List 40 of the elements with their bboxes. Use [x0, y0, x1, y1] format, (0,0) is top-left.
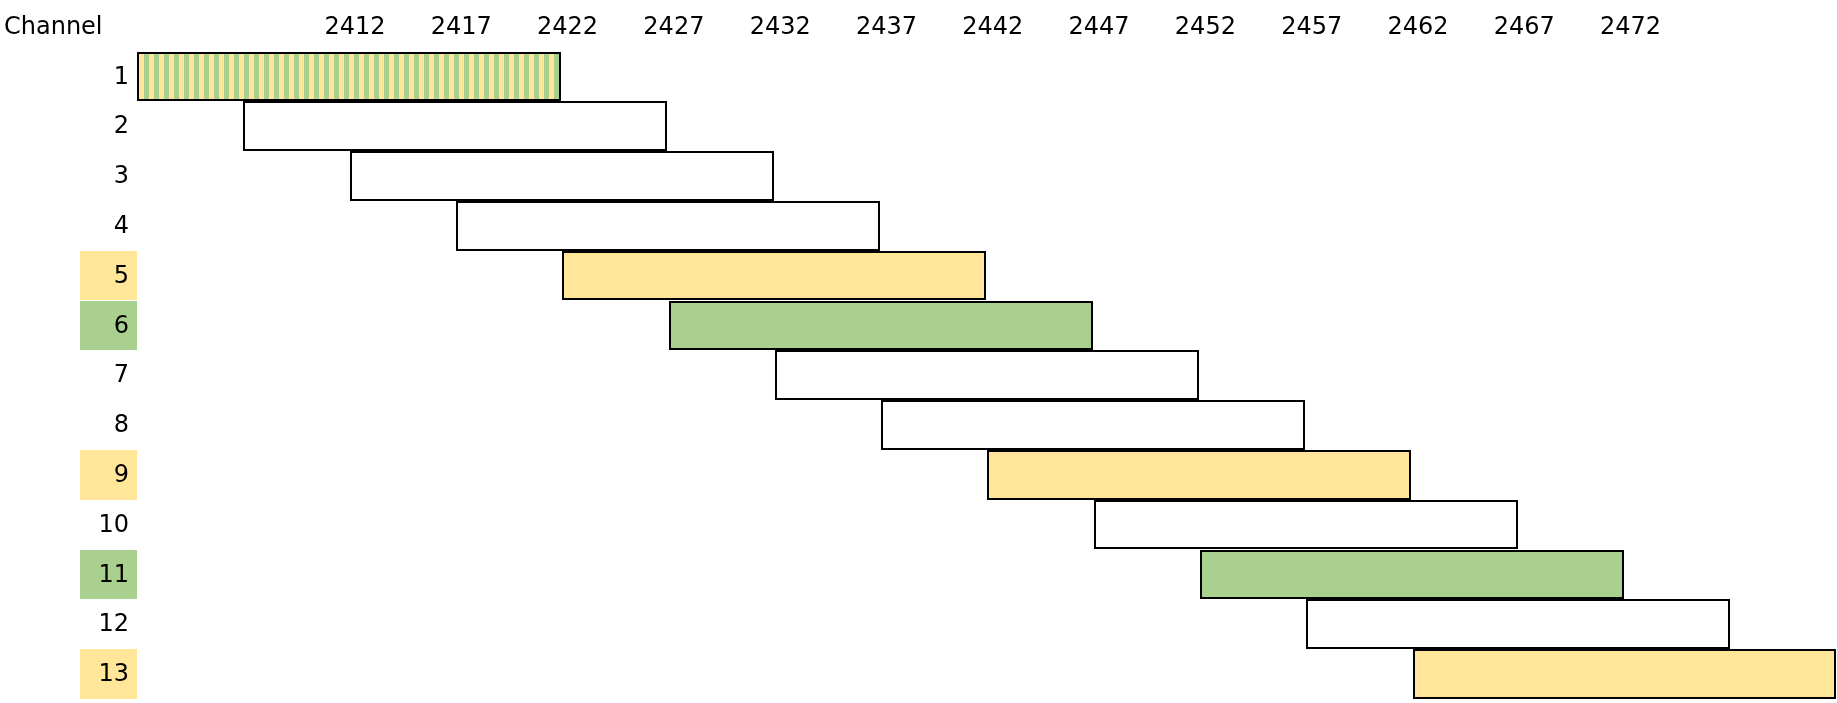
channel-number: 5 — [80, 250, 137, 301]
channel-bar — [774, 350, 1199, 401]
frequency-label: 2467 — [1492, 11, 1556, 41]
axis-title: Channel — [4, 11, 103, 41]
channel-number: 2 — [112, 110, 130, 142]
channel-number: 12 — [97, 608, 130, 640]
channel-bar — [1200, 549, 1624, 600]
channel-bar — [349, 151, 774, 201]
frequency-label: 2427 — [642, 11, 706, 41]
channel-bar — [455, 200, 880, 251]
channel-number: 7 — [112, 359, 130, 391]
channel-number: 6 — [80, 300, 137, 351]
frequency-label: 2447 — [1067, 11, 1131, 41]
channel-bar — [1093, 499, 1518, 550]
channel-number: 3 — [112, 160, 130, 192]
channel-bar — [1306, 599, 1731, 650]
frequency-label: 2422 — [536, 11, 600, 41]
channel-number: 1 — [112, 60, 130, 92]
striped-channel-bar — [137, 51, 561, 102]
channel-number: 13 — [80, 649, 137, 699]
frequency-label: 2417 — [429, 11, 493, 41]
channel-number: 9 — [80, 449, 137, 500]
frequency-label: 2457 — [1280, 11, 1344, 41]
channel-bar — [987, 449, 1412, 500]
channel-bar — [668, 300, 1093, 351]
frequency-label: 2442 — [961, 11, 1025, 41]
frequency-label: 2412 — [323, 11, 387, 41]
channel-number: 4 — [112, 209, 130, 241]
frequency-label: 2472 — [1599, 11, 1663, 41]
channel-bar — [562, 250, 987, 301]
channel-bar — [1412, 649, 1836, 699]
channel-bar — [881, 400, 1306, 450]
frequency-label: 2432 — [748, 11, 812, 41]
frequency-label: 2437 — [854, 11, 919, 41]
channel-number: 11 — [80, 549, 137, 600]
frequency-label: 2452 — [1173, 11, 1237, 41]
channel-number: 10 — [97, 508, 130, 540]
channel-bar — [243, 101, 668, 152]
channel-number: 8 — [112, 409, 130, 441]
frequency-label: 2462 — [1386, 11, 1450, 41]
